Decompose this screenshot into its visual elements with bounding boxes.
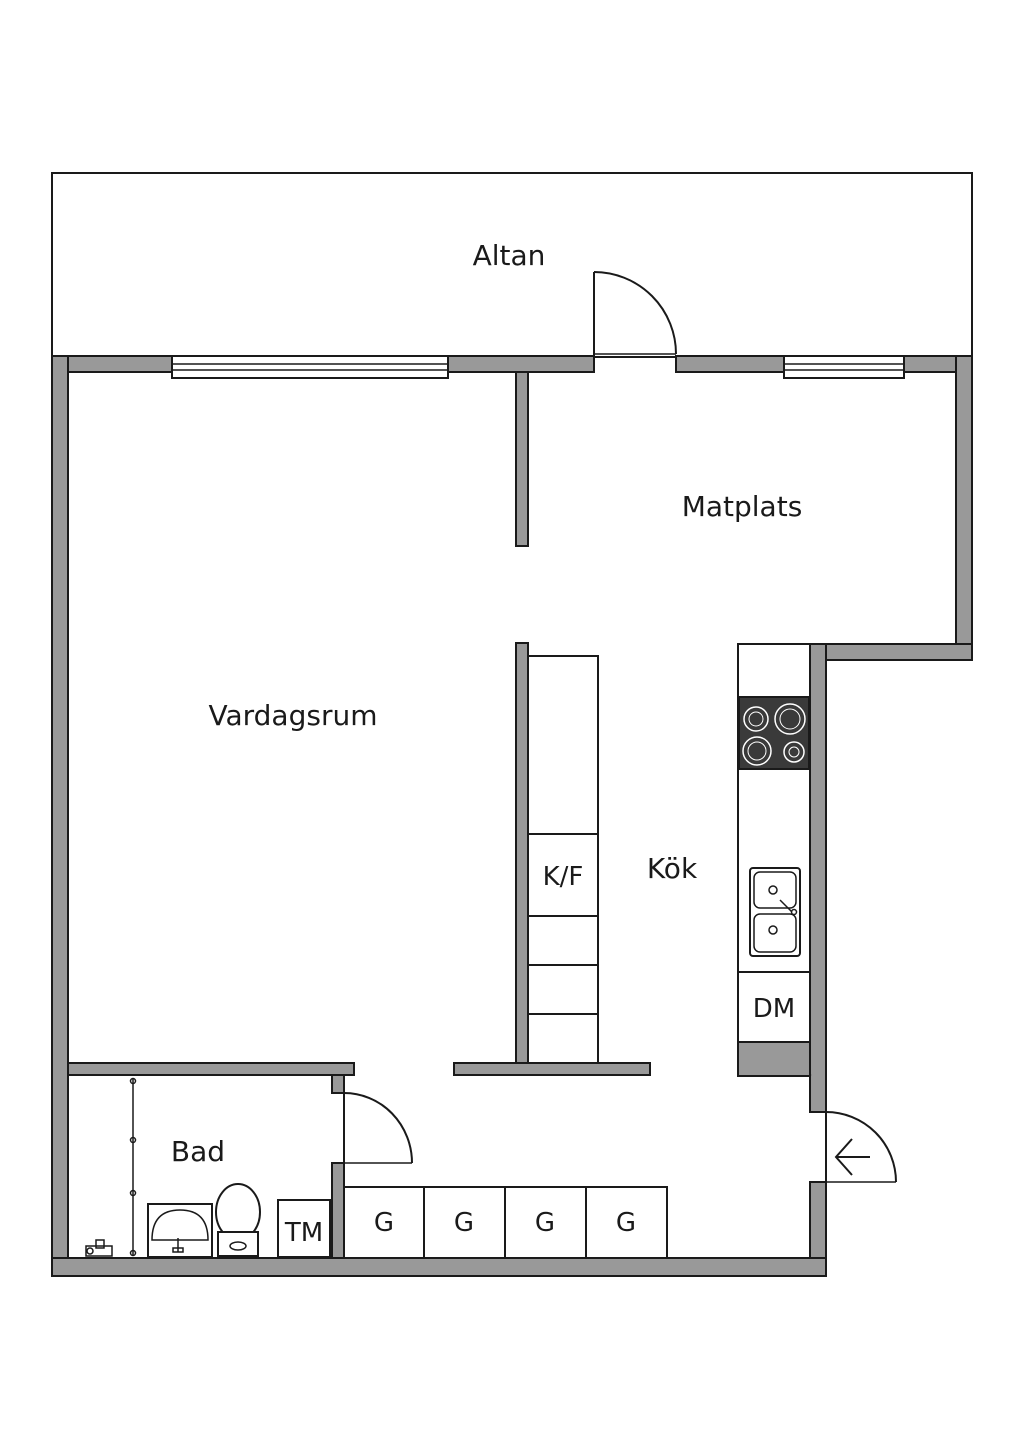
shower-rail bbox=[129, 1077, 137, 1257]
window-living-room bbox=[171, 355, 449, 379]
wall-top-right-a bbox=[675, 355, 785, 373]
wall-top-left bbox=[51, 355, 173, 373]
entrance-arrow-icon bbox=[834, 1138, 870, 1176]
wall-right-lower-a bbox=[809, 643, 827, 1113]
balcony-door[interactable] bbox=[593, 271, 677, 356]
wall-right-upper bbox=[955, 355, 973, 661]
wall-bottom bbox=[51, 1257, 827, 1277]
fixture-label-dm: DM bbox=[753, 994, 795, 1024]
stove-icon bbox=[738, 696, 810, 770]
sink-icon bbox=[749, 867, 801, 957]
wardrobe-row bbox=[343, 1186, 668, 1259]
wardrobe-label-4: G bbox=[616, 1208, 636, 1238]
shower-tap-icon bbox=[85, 1239, 113, 1257]
toilet-icon bbox=[215, 1183, 261, 1257]
wall-left bbox=[51, 355, 69, 1277]
room-label-altan: Altan bbox=[473, 239, 546, 272]
room-label-matplats: Matplats bbox=[682, 490, 803, 523]
room-label-vardagsrum: Vardagsrum bbox=[209, 699, 378, 732]
fixture-label-kf: K/F bbox=[543, 862, 584, 892]
window-dining bbox=[783, 355, 905, 379]
fixture-label-tm: TM bbox=[284, 1218, 323, 1248]
wall-kitchen-bottom bbox=[453, 1062, 651, 1076]
wall-bath-door-jamb bbox=[331, 1074, 345, 1094]
tm-cabinet bbox=[277, 1199, 331, 1258]
room-label-kok: Kök bbox=[647, 852, 698, 885]
washbasin-icon bbox=[147, 1203, 213, 1258]
wall-step bbox=[809, 643, 973, 661]
wardrobe-label-1: G bbox=[374, 1208, 394, 1238]
wall-partition-lower bbox=[515, 642, 529, 1064]
wardrobe-label-3: G bbox=[535, 1208, 555, 1238]
wall-bath-top bbox=[67, 1062, 355, 1076]
wall-top-mid bbox=[447, 355, 595, 373]
wall-kitchen-corner bbox=[737, 1041, 811, 1077]
wall-partition-upper bbox=[515, 371, 529, 547]
bathroom-door[interactable] bbox=[343, 1092, 413, 1164]
room-label-bad: Bad bbox=[171, 1135, 225, 1168]
entrance-door[interactable] bbox=[825, 1111, 897, 1183]
wall-bath-right bbox=[331, 1162, 345, 1259]
wardrobe-label-2: G bbox=[454, 1208, 474, 1238]
kf-cabinet-column bbox=[527, 655, 599, 1064]
